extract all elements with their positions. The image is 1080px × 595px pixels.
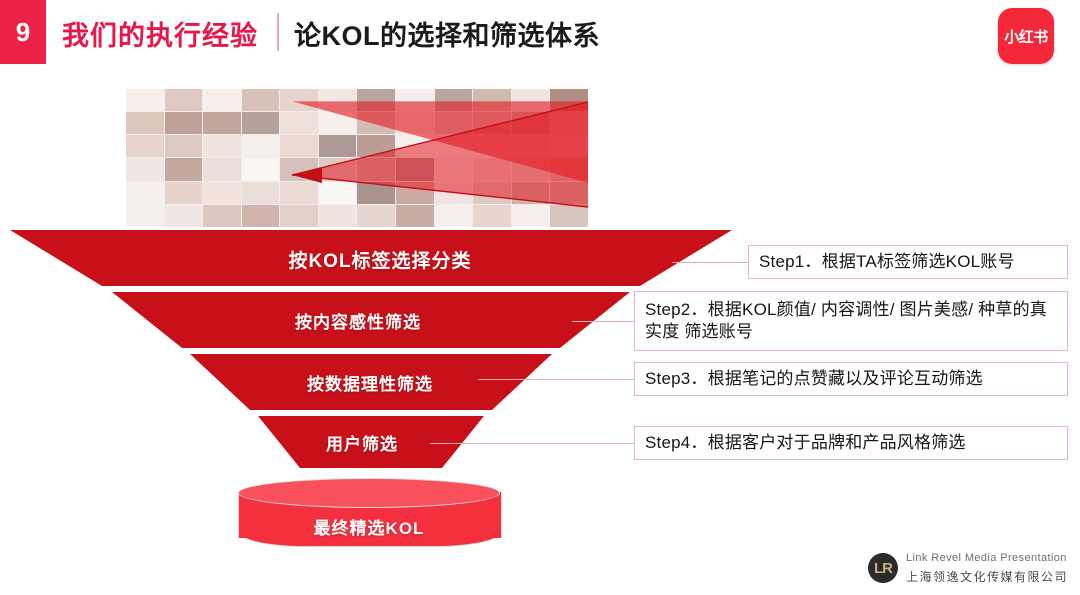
slide-header: 9 我们的执行经验 论KOL的选择和筛选体系 小红书 [0,0,1080,72]
funnel-arrow-icon [291,101,588,208]
funnel-segment-2-shape [112,292,630,348]
xiaohongshu-logo-icon: 小红书 [998,8,1054,64]
step-box-1[interactable]: Step1．根据TA标签筛选KOL账号 [748,245,1068,279]
page-number-badge: 9 [0,0,46,64]
connector-step-4 [430,443,638,444]
step-4-text: Step4．根据客户对于品牌和产品风格筛选 [645,432,966,452]
footer-mark-text: LR [874,559,893,577]
footer-english-name: Link Revel Media Presentation [906,552,1067,564]
page-title: 论KOL的选择和筛选体系 [294,21,600,51]
connector-step-1 [672,262,750,263]
brand-logo-text: 小红书 [1004,28,1048,46]
final-kol-label: 最终精选KOL [313,519,425,538]
step-3-text: Step3．根据笔记的点赞藏以及评论互动筛选 [645,368,983,388]
kol-photo-collage [126,89,588,227]
funnel-segment-4-shape [258,416,484,468]
step-2-text: Step2．根据KOL颜值/ 内容调性/ 图片美感/ 种草的真实度 筛选账号 [645,299,1047,341]
step-1-text: Step1．根据TA标签筛选KOL账号 [759,251,1015,271]
funnel-segment-1-shape [10,230,732,286]
step-box-3[interactable]: Step3．根据笔记的点赞藏以及评论互动筛选 [634,362,1068,396]
connector-step-2 [572,321,638,322]
step-box-4[interactable]: Step4．根据客户对于品牌和产品风格筛选 [634,426,1068,460]
funnel-shapes [10,230,732,468]
link-revel-logo-icon: LR [868,553,898,583]
header-divider [277,13,279,51]
final-kol-cylinder: 最终精选KOL [238,478,502,550]
funnel-segment-3-shape [190,354,552,410]
connector-step-3 [478,379,638,380]
header-kicker: 我们的执行经验 [62,21,258,51]
footer-branding: LR Link Revel Media Presentation 上海领逸文化传… [868,551,1073,591]
cylinder-top-ellipse [238,478,500,508]
step-box-2[interactable]: Step2．根据KOL颜值/ 内容调性/ 图片美感/ 种草的真实度 筛选账号 [634,291,1068,351]
page-number-text: 9 [15,17,31,47]
footer-chinese-name: 上海领逸文化传媒有限公司 [906,570,1069,584]
